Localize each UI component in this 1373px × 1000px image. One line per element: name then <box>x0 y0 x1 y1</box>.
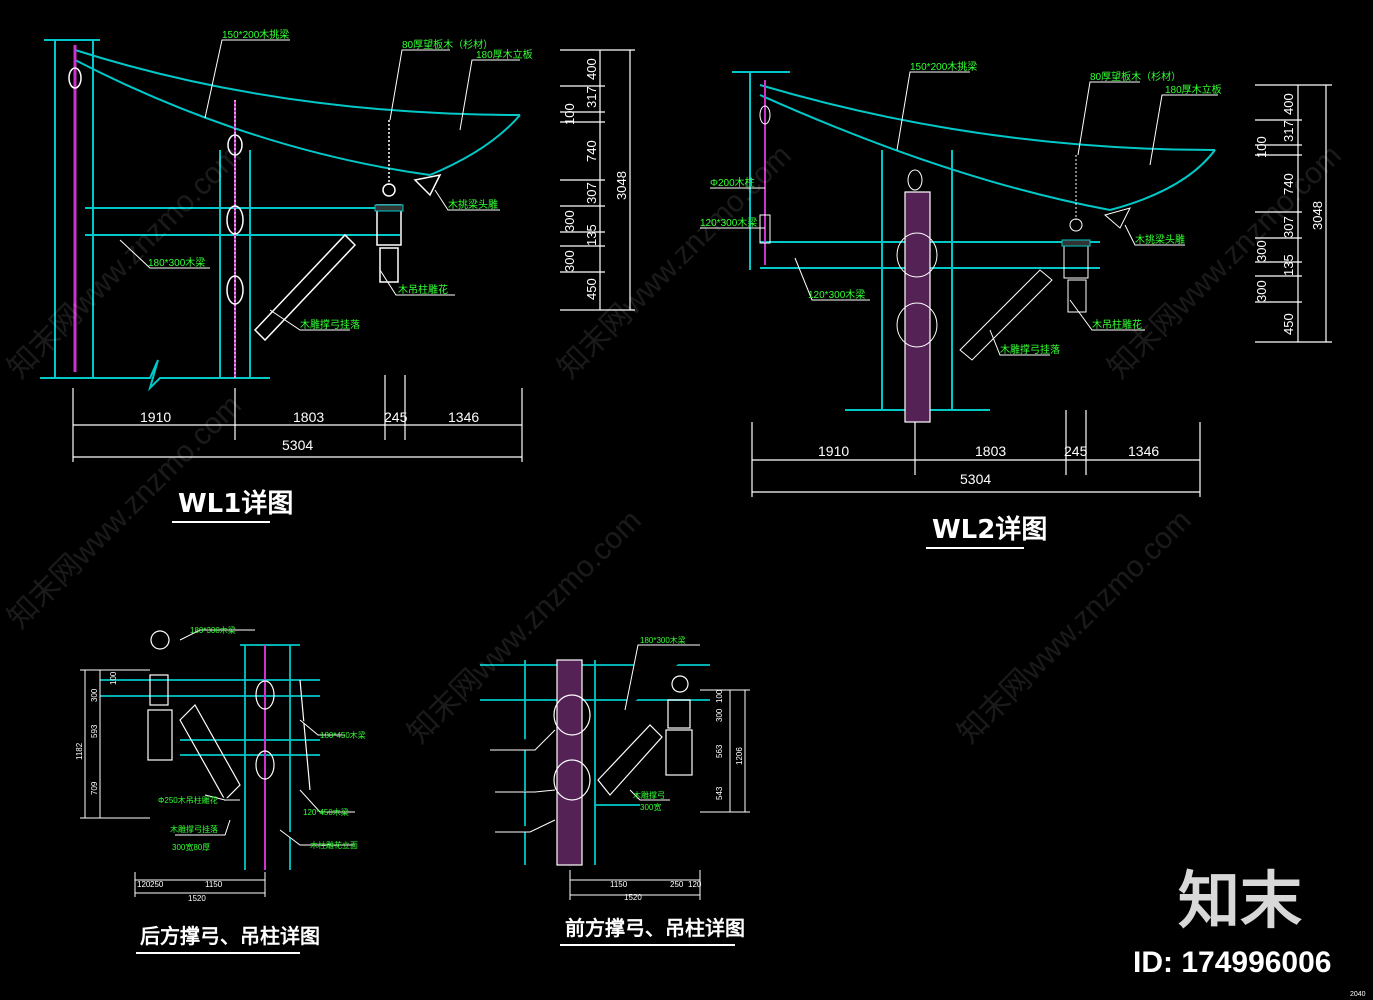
wl2-dim-h-2: 245 <box>1064 443 1088 459</box>
wl1-label-3: 木挑梁头雕 <box>448 198 498 211</box>
front-label-2: 300宽 <box>640 802 661 812</box>
wl1-detail: 150*200木挑梁 80厚望板木（杉材） 180厚木立板 木挑梁头雕 180*… <box>40 28 635 523</box>
wl1-dim-v-4: 307 <box>584 182 599 204</box>
back-label-4: 木雕撑弓挂落 <box>170 824 218 834</box>
back-dim-h-1: 250 <box>150 880 164 889</box>
wl2-dim-v-total: 3048 <box>1310 201 1325 230</box>
wl1-dim-v-8: 450 <box>584 278 599 300</box>
back-detail: 180*300木梁 180*450木梁 120*450木梁 Φ250木吊柱雕花 … <box>75 625 366 954</box>
front-label-1: 木雕撑弓 <box>633 790 665 800</box>
front-dim-h-3: 1520 <box>624 893 642 902</box>
wl1-dim-h-1: 1803 <box>293 409 324 425</box>
brand-id: ID: 174996006 <box>1133 946 1332 979</box>
wl1-dim-v-5: 300 <box>562 210 577 232</box>
front-title: 前方撑弓、吊柱详图 <box>565 916 745 940</box>
corner-text: 2040 <box>1350 991 1366 998</box>
wl1-dim-total: 5304 <box>282 437 313 453</box>
back-label-1: 180*450木梁 <box>320 730 366 740</box>
wl2-dim-total: 5304 <box>960 471 991 487</box>
back-dim-v-2: 300 <box>90 688 99 702</box>
front-dim-v-2: 563 <box>715 744 724 758</box>
wl2-dim-v-3: 740 <box>1281 173 1296 195</box>
wl2-dim-v-6: 135 <box>1281 254 1296 276</box>
wl2-dim-v-4: 307 <box>1281 216 1296 238</box>
wl1-dim-h-3: 1346 <box>448 409 479 425</box>
front-detail: 180*300木梁 木雕撑弓 300宽 100 300 563 543 1206… <box>480 635 750 946</box>
wl2-dim-h-0: 1910 <box>818 443 849 459</box>
back-dim-h-0: 120 <box>137 880 151 889</box>
front-dim-v-0: 100 <box>715 689 724 703</box>
back-label-2: 120*450木梁 <box>303 807 349 817</box>
wl2-dim-v-1: 317 <box>1281 120 1296 142</box>
wl2-label-2: 180厚木立板 <box>1165 83 1222 96</box>
front-dim-v-3: 543 <box>715 786 724 800</box>
back-title: 后方撑弓、吊柱详图 <box>140 924 320 948</box>
wl2-label-1: 80厚望板木（杉材） <box>1090 70 1181 83</box>
wl2-title: WL2详图 <box>932 514 1047 545</box>
front-dim-v-4: 1206 <box>735 747 744 765</box>
back-label-5: 300宽80厚 <box>172 842 210 852</box>
wl1-dim-v-3: 740 <box>584 140 599 162</box>
brand-logo: 知末 <box>1178 864 1302 937</box>
wl1-title: WL1详图 <box>178 488 293 519</box>
back-label-0: 180*300木梁 <box>190 625 236 635</box>
wl1-dim-v-0: 400 <box>584 58 599 80</box>
wl1-dim-v-2: 100 <box>562 103 577 125</box>
wl2-dim-v-0: 400 <box>1281 93 1296 115</box>
wl2-dim-v-5: 300 <box>1254 240 1269 262</box>
wl1-label-6: 木雕撑弓挂落 <box>300 318 360 331</box>
front-dim-h-2: 120 <box>688 880 702 889</box>
wl2-dim-h-3: 1346 <box>1128 443 1159 459</box>
wl1-dim-v-7: 300 <box>562 250 577 272</box>
back-dim-h-2: 1150 <box>205 880 223 889</box>
wl1-label-4: 180*300木梁 <box>148 256 205 269</box>
wl1-label-0: 150*200木挑梁 <box>222 28 289 41</box>
wl1-label-1: 80厚望板木（杉材） <box>402 38 493 51</box>
wl1-label-2: 180厚木立板 <box>476 48 533 61</box>
back-dim-v-3: 593 <box>90 724 99 738</box>
back-label-3: Φ250木吊柱雕花 <box>158 795 218 805</box>
back-dim-v-0: 1182 <box>75 742 84 760</box>
wl1-label-5: 木吊柱雕花 <box>398 283 448 296</box>
wl2-label-8: 木雕撑弓挂落 <box>1000 343 1060 356</box>
wl2-label-5: 120*300木梁 <box>700 216 757 229</box>
wl1-dim-h-2: 245 <box>384 409 408 425</box>
wl2-label-4: Φ200木柱 <box>710 176 755 189</box>
front-dim-h-0: 1150 <box>610 880 628 889</box>
front-dim-h-1: 250 <box>670 880 684 889</box>
wl2-dim-h-1: 1803 <box>975 443 1006 459</box>
wl2-label-6: 120*300木梁 <box>808 288 865 301</box>
back-dim-v-1: 100 <box>109 671 118 685</box>
wl1-dim-h-0: 1910 <box>140 409 171 425</box>
wl1-dim-v-6: 135 <box>584 224 599 246</box>
wl2-detail: 150*200木挑梁 80厚望板木（杉材） 180厚木立板 木挑梁头雕 Φ200… <box>700 60 1332 549</box>
wl2-dim-v-7: 300 <box>1254 280 1269 302</box>
back-dim-v-4: 709 <box>90 781 99 795</box>
back-dim-h-3: 1520 <box>188 894 206 903</box>
wl2-dim-v-2: 100 <box>1254 136 1269 158</box>
wl2-dim-v-8: 450 <box>1281 313 1296 335</box>
wl2-label-0: 150*200木挑梁 <box>910 60 977 73</box>
front-dim-v-1: 300 <box>715 708 724 722</box>
wl2-label-7: 木吊柱雕花 <box>1092 318 1142 331</box>
wl2-label-3: 木挑梁头雕 <box>1135 233 1185 246</box>
front-label-0: 180*300木梁 <box>640 635 686 645</box>
back-label-6: 木柱雕花立面 <box>310 840 358 850</box>
wl1-dim-v-1: 317 <box>584 86 599 108</box>
wl1-dim-v-total: 3048 <box>614 171 629 200</box>
